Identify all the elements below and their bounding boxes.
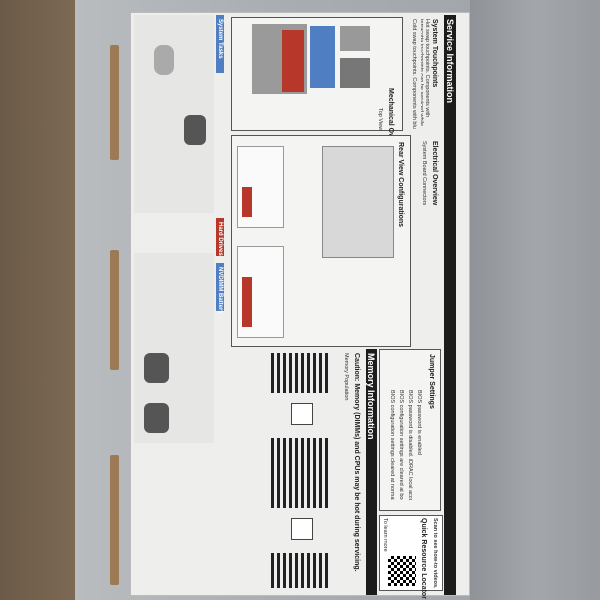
- touchpoints-cold-text: Cold swap touchpoints. Components with b…: [411, 19, 417, 129]
- touchpoints-hot-text: Hot swap touchpoints. Components with te…: [421, 19, 430, 127]
- qr-code[interactable]: [388, 556, 416, 586]
- cpu-1: [291, 403, 313, 425]
- nvdimm-battery-header: NVDIMM Battery: [216, 263, 224, 314]
- mechanical-heading: Mechanical Overview: [387, 88, 394, 159]
- touchpoints-heading: System Touchpoints: [431, 19, 438, 88]
- jumper-heading: Jumper Settings: [428, 354, 435, 409]
- chassis-side-wall: [470, 0, 600, 600]
- rear-view-heading: Rear View Configurations: [397, 142, 404, 228]
- jumper-settings: Jumper Settings BIOS password is enabled…: [379, 349, 441, 511]
- quick-resource-locator: Scan to see how-to videos, documentation…: [379, 515, 443, 599]
- rear-config-1: [237, 146, 284, 228]
- qrl-scan-text: Scan to see how-to videos, documentation…: [432, 518, 438, 588]
- hot-swap-drives: [282, 30, 304, 92]
- psu: [340, 58, 370, 88]
- cpu-2: [291, 518, 313, 540]
- hard-drives-header: Hard Drives: [216, 218, 224, 256]
- jumper-row: BIOS password is disabled. iDRAC local a…: [407, 390, 413, 500]
- mechanical-overview: Mechanical Overview Top View: [231, 17, 403, 159]
- hard-drive-illustrations: [134, 253, 214, 443]
- fans: [310, 26, 335, 88]
- system-board-diagram: Rear View Configurations: [231, 135, 411, 347]
- jumper-row: BIOS password is enabled: [416, 390, 422, 455]
- vent-slot: [110, 250, 119, 370]
- qrl-text: To learn more about this Dell product or…: [382, 518, 388, 552]
- service-label: Service Information System Touchpoints H…: [130, 12, 470, 599]
- qrl-heading: Quick Resource Locator: [420, 518, 427, 599]
- vent-slot: [110, 45, 119, 160]
- rear-config-2: [237, 246, 284, 338]
- memory-caution: Caution: Memory (DIMMs) and CPUs may be …: [353, 353, 360, 572]
- vent-slot: [110, 455, 119, 585]
- jumper-row: BIOS configuration settings are cleared …: [398, 390, 404, 500]
- riser: [340, 26, 370, 51]
- jumper-row: BIOS configuration settings cleared at n…: [389, 390, 395, 500]
- top-view-label: Top View: [377, 108, 383, 131]
- system-tasks-illustrations: [134, 15, 214, 213]
- motherboard: [322, 146, 394, 258]
- floor: [0, 0, 78, 600]
- memory-population-label: Memory Population: [343, 353, 349, 401]
- system-tasks-header: System Tasks: [216, 15, 224, 73]
- board-connectors-heading: System Board Connectors: [421, 141, 427, 206]
- dimm-slots: [271, 353, 331, 588]
- memory-info-header: Memory Information: [366, 349, 377, 595]
- electrical-heading: Electrical Overview: [431, 141, 438, 206]
- service-info-header: Service Information: [444, 15, 456, 595]
